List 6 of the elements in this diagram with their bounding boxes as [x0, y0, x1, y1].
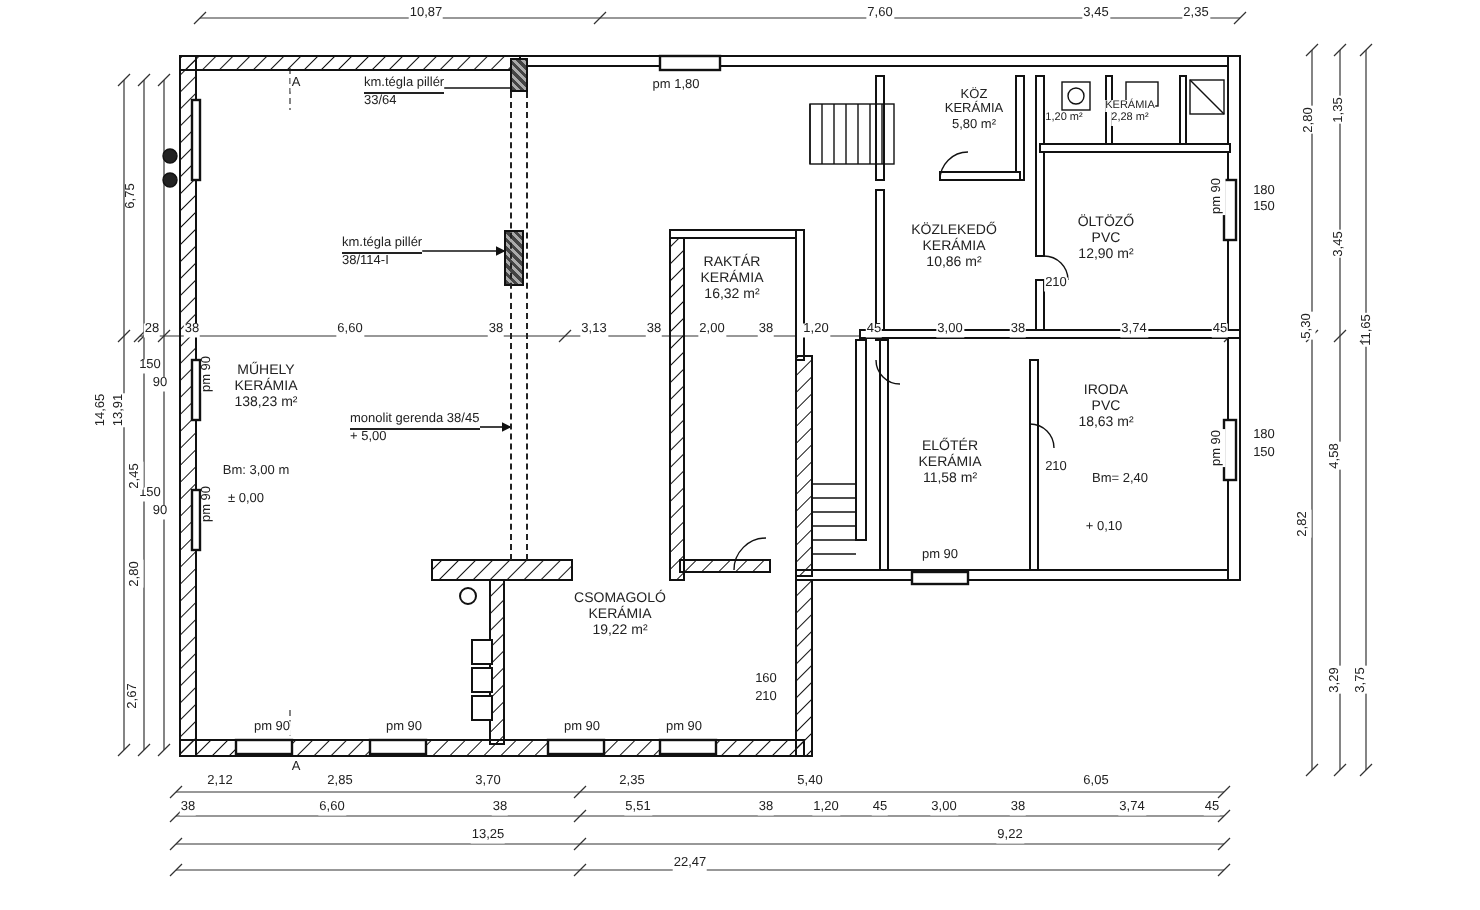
leader-line — [421, 246, 506, 256]
beam — [510, 92, 528, 560]
brick-pillar — [510, 58, 528, 92]
leader-line — [443, 87, 511, 89]
leader-line — [478, 422, 512, 432]
brick-pillar — [504, 230, 524, 286]
